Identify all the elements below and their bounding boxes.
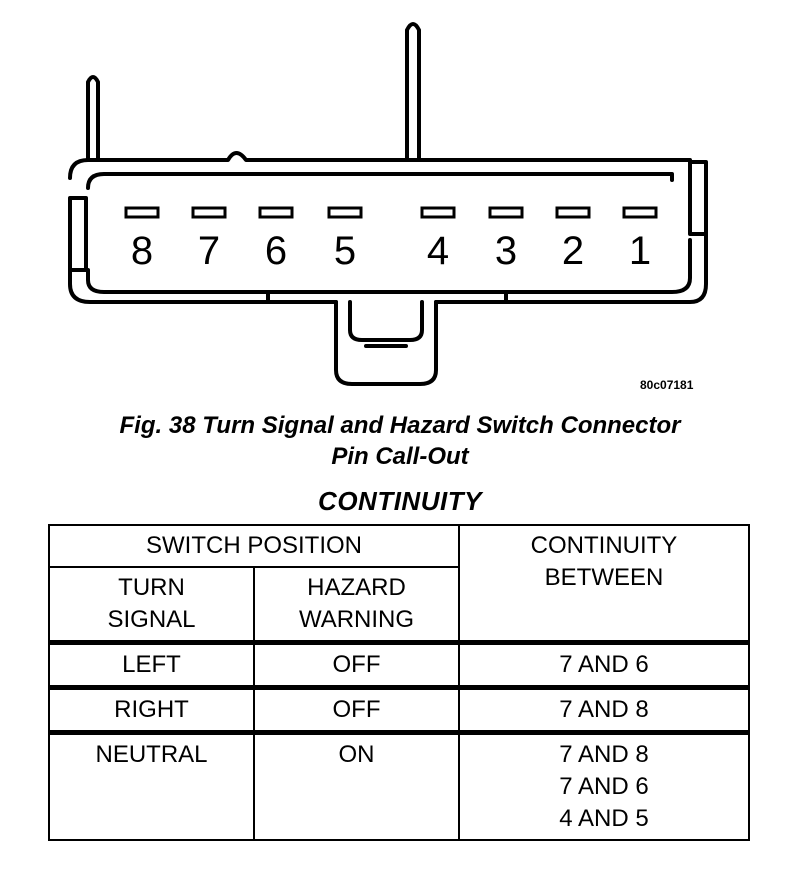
pin-numbers: 8 7 6 5 4 3 2 1 [131, 229, 651, 273]
figure-caption-line1: Fig. 38 Turn Signal and Hazard Switch Co… [119, 412, 681, 439]
header-continuity-label: CONTINUITY BETWEEN [530, 532, 678, 591]
connector-housing-outer [68, 151, 692, 180]
pin-number-8: 8 [131, 229, 153, 273]
header-hazard-warning-label: HAZARD WARNING [298, 574, 415, 633]
connector-housing-bottom [68, 232, 708, 308]
continuity-pair: 7 AND 8 [559, 741, 649, 768]
table-subheader-row: TURN SIGNAL HAZARD WARNING [48, 566, 749, 644]
pin-slot [124, 206, 160, 219]
header-turn-signal-label: TURN SIGNAL [107, 574, 196, 633]
pin-slot [258, 206, 294, 219]
cell-continuity: 7 AND 8 7 AND 6 4 AND 5 [458, 730, 750, 841]
cell-turn-signal: NEUTRAL [48, 730, 255, 841]
pin-number-6: 6 [265, 229, 287, 273]
pin-slot [420, 206, 456, 219]
cell-turn-signal: LEFT [48, 640, 255, 689]
connector-housing-inner [86, 172, 674, 190]
figure-reference-code: 80c07181 [640, 378, 694, 392]
pin-number-3: 3 [495, 229, 517, 273]
right-latch-tab [688, 160, 708, 236]
pin-number-7: 7 [198, 229, 220, 273]
left-terminal-post [86, 75, 100, 162]
table-row: RIGHT OFF 7 AND 8 [48, 685, 750, 734]
pin-slot [622, 206, 658, 219]
pin-slot [191, 206, 227, 219]
pin-slots [124, 206, 658, 219]
cell-hazard: ON [253, 730, 460, 841]
lock-tab [334, 300, 438, 386]
table-row: LEFT OFF 7 AND 6 [48, 640, 750, 689]
header-switch-position: SWITCH POSITION [48, 524, 460, 568]
connector-diagram: 8 7 6 5 4 3 2 1 [68, 22, 708, 386]
pin-slot [327, 206, 363, 219]
figure-caption-line2: Pin Call-Out [331, 443, 469, 470]
continuity-pair: 4 AND 5 [559, 805, 649, 832]
pin-number-5: 5 [334, 229, 356, 273]
header-hazard-warning: HAZARD WARNING [253, 566, 460, 644]
center-terminal-post [405, 22, 421, 162]
cell-hazard: OFF [253, 685, 460, 734]
table-row: NEUTRAL ON 7 AND 8 7 AND 6 4 AND 5 [48, 730, 750, 841]
header-turn-signal: TURN SIGNAL [48, 566, 255, 644]
pin-number-4: 4 [427, 229, 449, 273]
cell-continuity: 7 AND 8 [458, 685, 750, 734]
pin-slot [488, 206, 524, 219]
continuity-table: SWITCH POSITION CONTINUITY BETWEEN TURN … [48, 524, 750, 841]
cell-continuity: 7 AND 6 [458, 640, 750, 689]
cell-turn-signal: RIGHT [48, 685, 255, 734]
continuity-pair: 7 AND 6 [559, 773, 649, 800]
pin-number-2: 2 [562, 229, 584, 273]
cell-hazard: OFF [253, 640, 460, 689]
header-continuity-between: CONTINUITY BETWEEN [458, 524, 750, 644]
pin-number-1: 1 [629, 229, 651, 273]
table-header-row: SWITCH POSITION CONTINUITY BETWEEN [48, 524, 750, 644]
table-title: CONTINUITY [318, 486, 482, 516]
left-latch-tab [68, 196, 88, 272]
pin-slot [555, 206, 591, 219]
